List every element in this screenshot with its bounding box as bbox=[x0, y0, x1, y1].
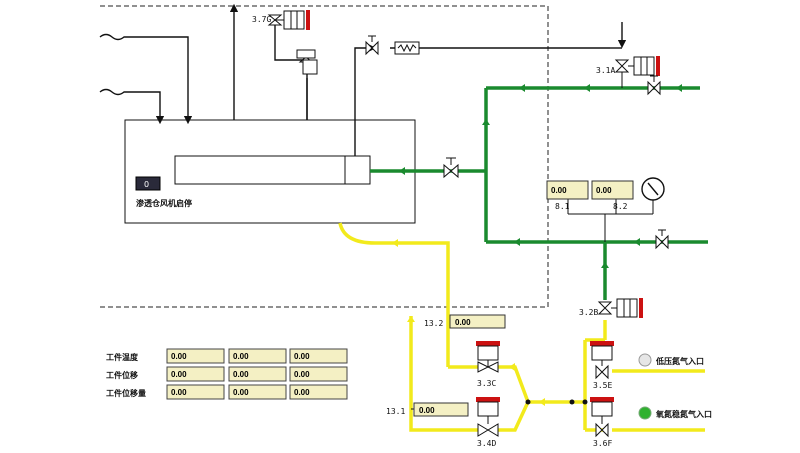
gauge-8-1-label: 8.1 bbox=[555, 202, 570, 211]
fan-status-button[interactable] bbox=[135, 176, 161, 191]
gauge-8-1-value: 0.00 bbox=[551, 186, 567, 195]
gauge-8-2-label: 8.2 bbox=[613, 202, 628, 211]
fan-label: 渗透仓风机启停 bbox=[136, 198, 192, 208]
gauge-8-2-field bbox=[591, 180, 634, 200]
table-cell: 0.00 bbox=[294, 370, 310, 379]
valve-label-3-6f: 3.6F bbox=[593, 439, 612, 448]
table-row-label-temp: 工件温度 bbox=[106, 352, 139, 362]
low-pressure-inlet-lamp bbox=[638, 353, 652, 367]
table-cell: 0.00 bbox=[233, 352, 249, 361]
table-row-label-displacement: 工件位移 bbox=[106, 370, 138, 380]
valve-main-green[interactable] bbox=[443, 157, 459, 179]
table-cell: 0.00 bbox=[233, 370, 249, 379]
valve-green-bottom-right[interactable] bbox=[655, 229, 669, 250]
gauge-13-2-field bbox=[449, 314, 506, 329]
valve-label-3-3c: 3.3C bbox=[477, 379, 496, 388]
gauge-8-1-field bbox=[546, 180, 589, 200]
yellow-flow-arrows bbox=[392, 239, 545, 406]
yellow-pipes bbox=[338, 222, 705, 432]
table-cell: 0.00 bbox=[171, 370, 187, 379]
table-cell: 0.00 bbox=[171, 352, 187, 361]
valve-3-5e[interactable] bbox=[590, 341, 614, 380]
green-pipes bbox=[370, 86, 708, 300]
valve-3-2b[interactable] bbox=[597, 298, 643, 318]
vaporizer-inlet-label: 氧氮稳氮气入口 bbox=[655, 409, 712, 419]
valve-label-3-1a: 3.1A bbox=[596, 66, 615, 75]
workpiece-table: 工件温度 工件位移 工件位移量 0.00 0.00 0.00 0.00 0.00… bbox=[106, 348, 348, 400]
green-flow-arrows bbox=[399, 84, 682, 268]
valve-green-top-right[interactable] bbox=[647, 75, 661, 96]
vaporizer-inlet-lamp bbox=[638, 406, 652, 420]
gauge-13-1-label: 13.1 bbox=[386, 407, 405, 416]
valve-3-6f[interactable] bbox=[590, 397, 614, 438]
valve-label-3-4d: 3.4D bbox=[477, 439, 496, 448]
table-cell: 0.00 bbox=[233, 388, 249, 397]
valve-3-7g[interactable] bbox=[267, 10, 310, 30]
chamber-tank bbox=[174, 155, 371, 185]
gauge-13-2-value: 0.00 bbox=[455, 318, 471, 327]
valve-needle-top[interactable] bbox=[365, 35, 379, 56]
filter-element bbox=[394, 41, 420, 55]
valve-3-4d[interactable] bbox=[476, 397, 500, 437]
safety-valve bbox=[296, 49, 318, 75]
table-row-label-displacement-amount: 工件位移量 bbox=[106, 388, 146, 398]
valve-label-3-5e: 3.5E bbox=[593, 381, 612, 390]
valve-3-3c[interactable] bbox=[476, 341, 500, 373]
status-indicator-red bbox=[656, 56, 660, 76]
table-cell: 0.00 bbox=[294, 388, 310, 397]
gauge-13-2-label: 13.2 bbox=[424, 319, 443, 328]
dashed-boundary bbox=[100, 5, 549, 308]
valve-label-3-7g: 3.7G bbox=[252, 15, 271, 24]
low-pressure-inlet-label: 低压氮气入口 bbox=[655, 356, 704, 366]
pressure-dial-icon bbox=[641, 177, 665, 201]
status-indicator-red bbox=[639, 298, 643, 318]
fan-status-value: 0 bbox=[144, 180, 149, 189]
junction-dots bbox=[525, 399, 588, 405]
gauge-8-2-value: 0.00 bbox=[596, 186, 612, 195]
status-indicator-red bbox=[306, 10, 310, 30]
gauge-13-1-field bbox=[413, 402, 469, 417]
table-cell: 0.00 bbox=[171, 388, 187, 397]
valve-3-1a[interactable] bbox=[614, 56, 660, 88]
table-cell: 0.00 bbox=[294, 352, 310, 361]
black-inlet-lines bbox=[99, 3, 627, 156]
gauge-13-1-value: 0.00 bbox=[419, 406, 435, 415]
valve-label-3-2b: 3.2B bbox=[579, 308, 598, 317]
